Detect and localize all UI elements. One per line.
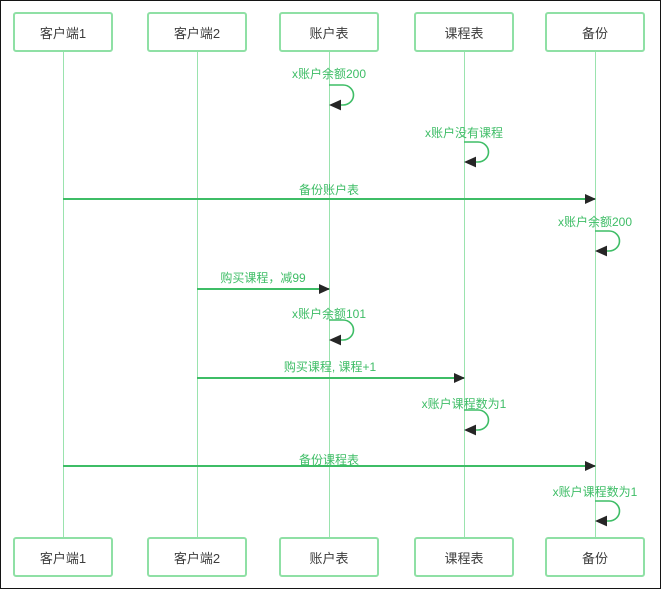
message-label: x账户余额101	[291, 307, 367, 321]
actor-box-client1-bottom: 客户端1	[13, 537, 113, 577]
message-arrow-backup-account-table	[63, 193, 596, 204]
actor-box-client2-top: 客户端2	[147, 12, 247, 52]
message-label: 备份账户表	[298, 183, 359, 197]
self-loop-icon	[464, 409, 490, 436]
self-loop-icon	[329, 84, 355, 111]
arrowhead-icon	[585, 193, 596, 204]
actor-box-course-table-top: 课程表	[414, 12, 514, 52]
arrowhead-icon	[454, 372, 465, 383]
self-loop-icon	[595, 500, 621, 527]
message-arrow-buy-course-plus1	[197, 372, 465, 383]
message-arrow-backup-course-table	[63, 460, 596, 471]
actor-box-client1-top: 客户端1	[13, 12, 113, 52]
lifeline-course-table	[464, 52, 465, 537]
message-label: x账户没有课程	[424, 126, 503, 140]
message-label: x账户课程数为1	[421, 397, 507, 411]
actor-box-backup-top: 备份	[545, 12, 645, 52]
message-label: x账户课程数为1	[552, 485, 638, 499]
actor-box-account-table-bottom: 账户表	[279, 537, 379, 577]
lifeline-client2	[197, 52, 198, 537]
actor-box-course-table-bottom: 课程表	[414, 537, 514, 577]
message-label: 购买课程, 课程+1	[283, 360, 377, 374]
lifeline-client1	[63, 52, 64, 537]
arrowhead-icon	[585, 460, 596, 471]
self-loop-icon	[464, 141, 490, 168]
message-label: x账户余额200	[291, 67, 367, 81]
self-loop-icon	[595, 230, 621, 257]
actor-box-backup-bottom: 备份	[545, 537, 645, 577]
message-label: 购买课程，减99	[220, 271, 306, 285]
self-loop-icon	[329, 319, 355, 346]
arrowhead-icon	[319, 283, 330, 294]
message-label: x账户余额200	[557, 215, 633, 229]
actor-box-account-table-top: 账户表	[279, 12, 379, 52]
actor-box-client2-bottom: 客户端2	[147, 537, 247, 577]
lifeline-backup	[595, 52, 596, 537]
lifeline-account-table	[329, 52, 330, 537]
message-arrow-buy-course-minus99	[197, 283, 330, 294]
message-label: 备份课程表	[298, 453, 359, 467]
